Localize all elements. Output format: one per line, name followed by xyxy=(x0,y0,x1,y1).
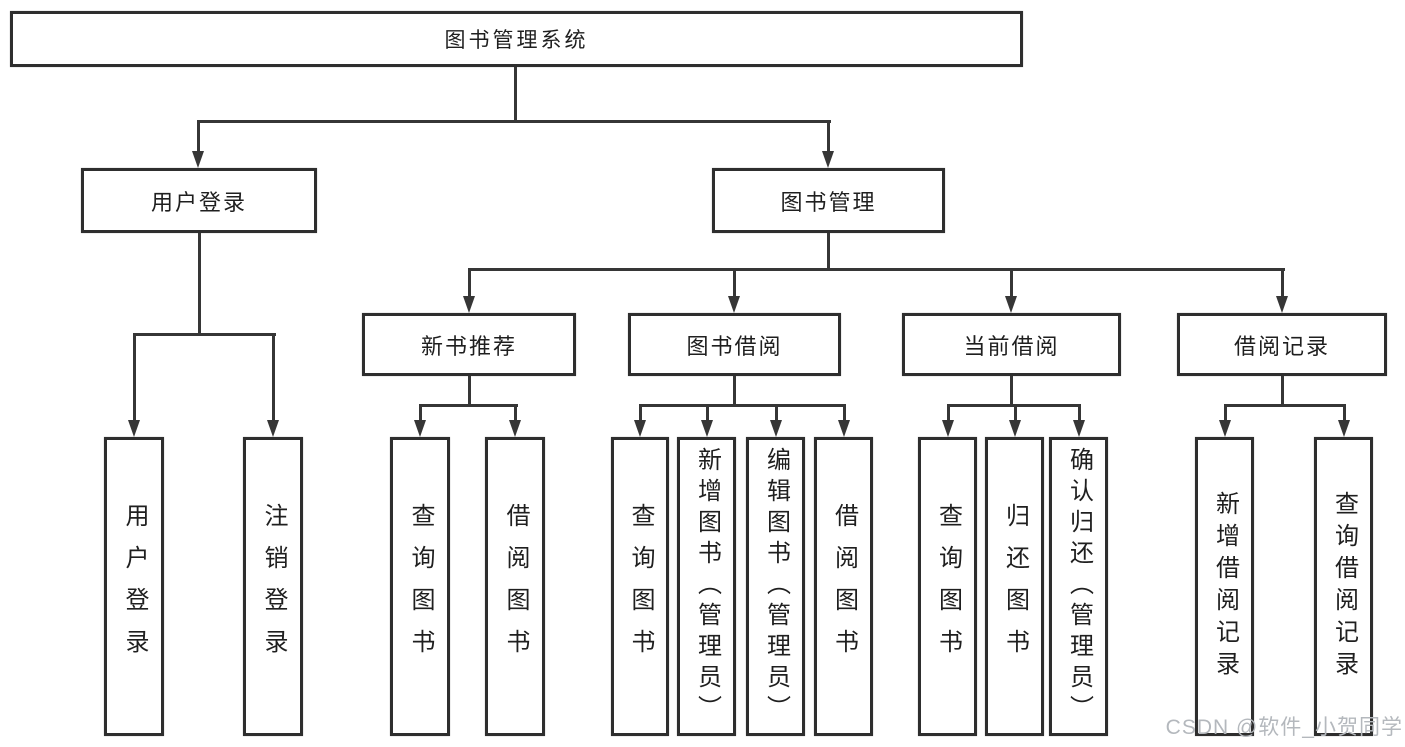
arrowhead-leaf xyxy=(838,420,850,437)
node-current-borrowing: 当前借阅 xyxy=(902,313,1121,376)
arrowhead-book-borrowing xyxy=(728,296,740,313)
arrowhead-leaf xyxy=(634,420,646,437)
connector-to-new-book-recommendation xyxy=(468,268,471,296)
leaf-add-borrow-record: 新增借阅记录 xyxy=(1195,437,1254,736)
node-label: 用户登录 xyxy=(150,189,247,215)
connector-new-book-split xyxy=(419,404,518,407)
node-label: 注销登录 xyxy=(260,502,287,671)
connector-to-leaf-user-login xyxy=(133,333,136,420)
node-label: 借阅记录 xyxy=(1233,333,1330,359)
connector-to-leaf xyxy=(639,404,642,420)
connector-to-current-borrowing xyxy=(1010,268,1013,296)
node-label: 新增借阅记录 xyxy=(1211,490,1239,683)
node-label: 确认归还（管理员） xyxy=(1065,447,1093,726)
connector-book-management-split xyxy=(468,268,1285,271)
leaf-query-books-borrowing: 查询图书 xyxy=(611,437,669,736)
arrowhead-leaf xyxy=(1219,420,1231,437)
connector-to-leaf xyxy=(1343,404,1346,420)
arrowhead-leaf xyxy=(1073,420,1085,437)
connector-to-user-login xyxy=(197,120,200,152)
connector-book-management-stem xyxy=(827,233,830,270)
connector-to-leaf xyxy=(514,404,517,420)
connector-to-leaf-logout xyxy=(272,333,275,420)
leaf-borrow-books-recommend: 借阅图书 xyxy=(485,437,545,736)
node-label: 图书管理 xyxy=(780,189,877,215)
node-label: 借阅图书 xyxy=(830,502,858,671)
leaf-user-login: 用户登录 xyxy=(104,437,164,736)
connector-root-split xyxy=(197,120,831,123)
connector-to-borrowing-records xyxy=(1281,268,1284,296)
connector-user-login-split xyxy=(133,333,276,336)
arrowhead-leaf xyxy=(942,420,954,437)
leaf-query-books-current: 查询图书 xyxy=(918,437,977,736)
node-label: 查询图书 xyxy=(627,502,654,671)
leaf-confirm-return-admin: 确认归还（管理员） xyxy=(1049,437,1108,736)
connector-to-leaf xyxy=(1014,404,1017,420)
leaf-query-borrow-record: 查询借阅记录 xyxy=(1314,437,1373,736)
node-library-management-system: 图书管理系统 xyxy=(10,11,1023,67)
arrowhead-leaf xyxy=(1009,420,1021,437)
connector-to-leaf xyxy=(947,404,950,420)
connector-borrowing-records-stem xyxy=(1281,376,1284,407)
node-label: 新书推荐 xyxy=(420,333,517,359)
arrowhead-borrowing-records xyxy=(1276,296,1288,313)
node-label: 图书管理系统 xyxy=(444,29,589,52)
connector-book-borrowing-stem xyxy=(733,376,736,407)
connector-to-leaf xyxy=(843,404,846,420)
node-book-management: 图书管理 xyxy=(712,168,945,233)
node-book-borrowing: 图书借阅 xyxy=(628,313,841,376)
connector-current-borrowing-split xyxy=(947,404,1080,407)
leaf-add-book-admin: 新增图书（管理员） xyxy=(677,437,736,736)
node-label: 查询图书 xyxy=(934,502,962,671)
connector-user-login-stem xyxy=(198,233,201,336)
arrowhead-user-login xyxy=(192,151,204,168)
leaf-borrow-books-borrowing: 借阅图书 xyxy=(814,437,873,736)
node-label: 查询借阅记录 xyxy=(1330,490,1358,683)
arrowhead-new-book-recommendation xyxy=(463,296,475,313)
arrowhead-leaf-logout xyxy=(267,420,279,437)
node-label: 归还图书 xyxy=(1001,502,1029,671)
node-borrowing-records: 借阅记录 xyxy=(1177,313,1387,376)
node-label: 借阅图书 xyxy=(502,502,529,671)
connector-to-leaf xyxy=(775,404,778,420)
connector-root-stem xyxy=(514,67,517,121)
node-label: 当前借阅 xyxy=(963,333,1060,359)
connector-current-borrowing-stem xyxy=(1010,376,1013,407)
arrowhead-leaf xyxy=(770,420,782,437)
connector-to-leaf xyxy=(1078,404,1081,420)
leaf-edit-book-admin: 编辑图书（管理员） xyxy=(746,437,805,736)
leaf-logout: 注销登录 xyxy=(243,437,303,736)
connector-to-leaf xyxy=(419,404,422,420)
arrowhead-leaf xyxy=(509,420,521,437)
node-label: 新增图书（管理员） xyxy=(693,447,721,726)
arrowhead-book-management xyxy=(822,151,834,168)
node-label: 编辑图书（管理员） xyxy=(762,447,790,726)
connector-to-leaf xyxy=(1224,404,1227,420)
connector-to-book-borrowing xyxy=(733,268,736,296)
connector-to-leaf xyxy=(706,404,709,420)
connector-book-borrowing-split xyxy=(639,404,846,407)
arrowhead-leaf xyxy=(414,420,426,437)
leaf-query-books-recommend: 查询图书 xyxy=(390,437,450,736)
node-new-book-recommendation: 新书推荐 xyxy=(362,313,576,376)
arrowhead-leaf-user-login xyxy=(128,420,140,437)
node-label: 图书借阅 xyxy=(686,333,783,359)
connector-borrowing-records-split xyxy=(1224,404,1345,407)
node-user-login: 用户登录 xyxy=(81,168,317,233)
arrowhead-current-borrowing xyxy=(1005,296,1017,313)
node-label: 查询图书 xyxy=(407,502,434,671)
arrowhead-leaf xyxy=(1338,420,1350,437)
node-label: 用户登录 xyxy=(121,502,148,671)
leaf-return-books: 归还图书 xyxy=(985,437,1044,736)
arrowhead-leaf xyxy=(701,420,713,437)
connector-to-book-management xyxy=(827,120,830,152)
connector-new-book-stem xyxy=(468,376,471,407)
csdn-watermark: CSDN @软件_小贺同学 xyxy=(1165,716,1403,739)
